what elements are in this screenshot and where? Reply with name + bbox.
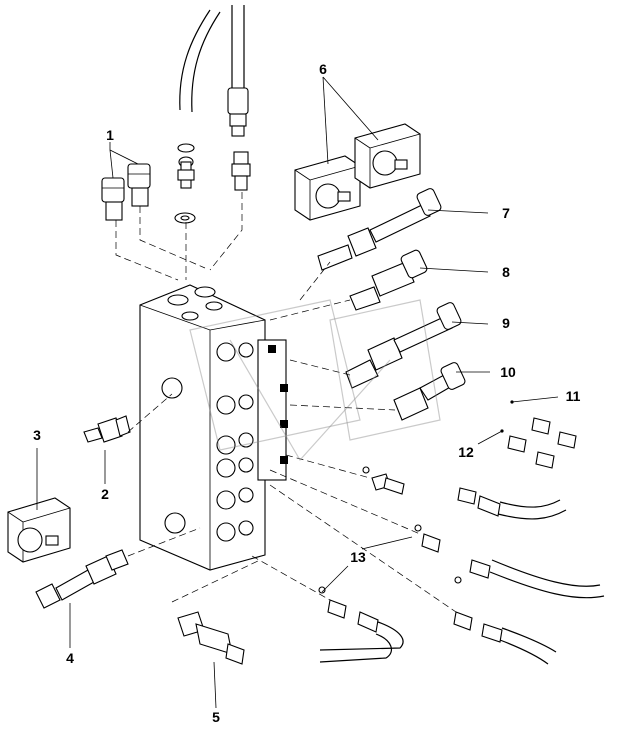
solenoid-coil-single: [7, 497, 71, 563]
callout-9: 9: [502, 315, 510, 331]
watermark-logo: [189, 299, 441, 462]
callout-1: 1: [106, 127, 114, 143]
callout-3: 3: [33, 427, 41, 443]
cartridge-valves: [317, 188, 466, 421]
callout-5: 5: [212, 709, 220, 725]
callout-10: 10: [500, 364, 516, 380]
lower-cartridge: [177, 611, 245, 665]
hose-fittings: [318, 417, 605, 665]
callout-13: 13: [350, 549, 366, 565]
callout-7: 7: [502, 205, 510, 221]
callout-6: 6: [319, 61, 327, 77]
callout-8: 8: [502, 264, 510, 280]
callout-4: 4: [66, 650, 74, 666]
callout-11: 11: [566, 388, 581, 404]
callout-12: 12: [458, 444, 474, 460]
lower-left-cartridge: [35, 549, 129, 609]
solenoid-coils-pair: [294, 123, 421, 221]
relief-cartridges: [101, 163, 151, 221]
callout-2: 2: [101, 486, 109, 502]
upper-fittings: [174, 143, 251, 224]
upper-hoses: [179, 5, 249, 137]
valve-block: [139, 284, 288, 571]
assembly-centerlines: [115, 192, 457, 613]
left-cartridge: [83, 415, 131, 443]
leader-lines: [36, 76, 559, 709]
